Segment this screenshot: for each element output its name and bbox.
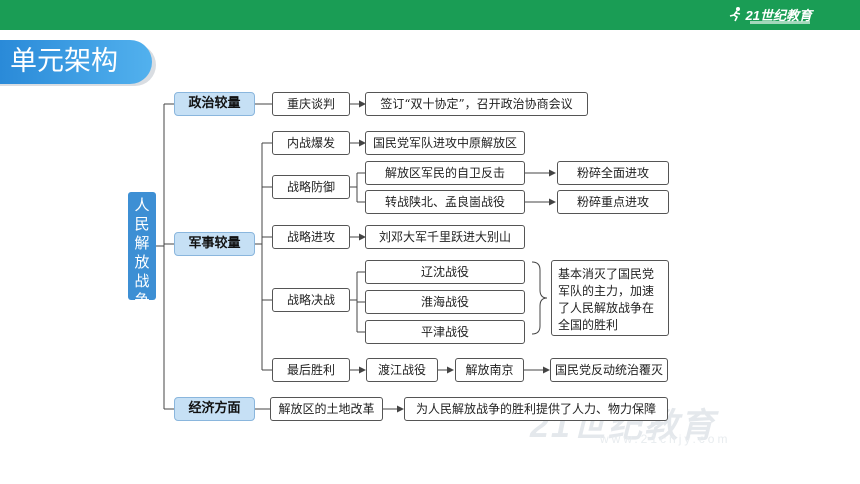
node-huaihai: 淮海战役 <box>365 290 525 314</box>
node-civil-war: 内战爆发 <box>272 131 350 155</box>
top-bar: 21世纪教育 <box>0 0 860 30</box>
node-final-result: 国民党反动统治覆灭 <box>550 358 668 382</box>
node-defense: 战略防御 <box>272 175 350 199</box>
root-label: 人民解放战争 <box>134 196 150 309</box>
node-defense-b-result: 粉碎重点进攻 <box>557 190 669 214</box>
node-decisive-result: 基本消灭了国民党军队的主力，加速了人民解放战争在全国的胜利 <box>551 260 669 336</box>
node-pingjin: 平津战役 <box>365 320 525 344</box>
runner-icon <box>729 7 740 22</box>
node-nanjing: 解放南京 <box>455 358 524 382</box>
node-liaoshen: 辽沈战役 <box>365 260 525 284</box>
logo-text: 21世纪教育 <box>745 7 812 23</box>
category-military: 军事较量 <box>174 232 255 256</box>
node-chongqing-result: 签订“双十协定”，召开政治协商会议 <box>365 92 588 116</box>
node-offense-detail: 刘邓大军千里跃进大别山 <box>365 225 525 249</box>
node-decisive: 战略决战 <box>272 288 350 312</box>
node-land-reform: 解放区的土地改革 <box>270 397 383 421</box>
node-defense-b: 转战陕北、孟良崮战役 <box>365 190 525 214</box>
section-title: 单元架构 <box>0 40 152 84</box>
logo-underline <box>750 21 810 24</box>
node-land-reform-result: 为人民解放战争的胜利提供了人力、物力保障 <box>404 397 668 421</box>
node-chongqing: 重庆谈判 <box>272 92 350 116</box>
watermark-url: www.21cnjy.com <box>600 432 731 446</box>
node-final: 最后胜利 <box>272 358 350 382</box>
category-economy: 经济方面 <box>174 397 255 421</box>
brand-logo: 21世纪教育 <box>728 4 812 24</box>
node-offense: 战略进攻 <box>272 225 350 249</box>
category-politics: 政治较量 <box>174 92 255 116</box>
node-civil-war-detail: 国民党军队进攻中原解放区 <box>365 131 525 155</box>
node-crossing: 渡江战役 <box>366 358 438 382</box>
node-defense-a-result: 粉碎全面进攻 <box>557 161 669 185</box>
root-node: 人民解放战争 <box>128 192 156 309</box>
node-defense-a: 解放区军民的自卫反击 <box>365 161 525 185</box>
